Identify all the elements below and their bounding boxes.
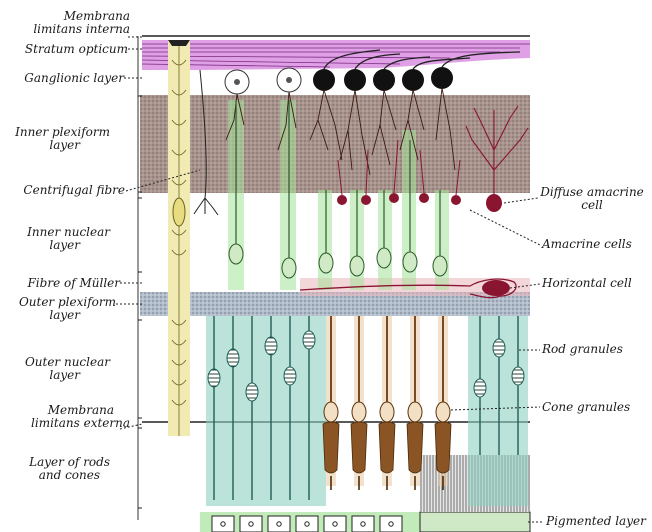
- label-horizontal-cell: Horizontal cell: [542, 277, 632, 290]
- label-ganglionic-layer: Ganglionic layer: [10, 72, 124, 85]
- label-membrana-limitans-externa: Membrana limitans externa: [10, 404, 130, 430]
- diffuse-amacrine-cell-body: [486, 194, 502, 212]
- cone-fibres: [331, 316, 443, 408]
- label-stratum-opticum: Stratum opticum: [10, 43, 128, 56]
- label-outer-nuclear-layer: Outer nuclear layer: [10, 356, 110, 382]
- ganglion-cells-dark: [313, 67, 453, 91]
- inner-plexiform-band: [140, 95, 530, 193]
- label-amacrine-cells: Amacrine cells: [542, 238, 632, 251]
- muller-fibre-nucleus: [173, 198, 185, 226]
- label-rod-granules: Rod granules: [542, 343, 623, 356]
- label-outer-plexiform-layer: Outer plexiform layer: [10, 296, 116, 322]
- horizontal-cell-body: [482, 280, 510, 296]
- label-cone-granules: Cone granules: [542, 401, 630, 414]
- label-layer-of-rods-and-cones: Layer of rods and cones: [10, 456, 110, 482]
- cone-granule-nuclei: [324, 402, 450, 422]
- label-inner-nuclear-layer: Inner nuclear layer: [10, 226, 110, 252]
- label-diffuse-amacrine-cell: Diffuse amacrine cell: [536, 186, 648, 212]
- label-membrana-limitans-interna: Membrana limitans interna: [10, 10, 130, 36]
- label-inner-plexiform-layer: Inner plexiform layer: [10, 126, 110, 152]
- label-pigmented-layer: Pigmented layer: [546, 515, 646, 528]
- label-centrifugal-fibre: Centrifugal fibre: [10, 184, 125, 197]
- label-fibre-of-muller: Fibre of Müller: [10, 277, 120, 290]
